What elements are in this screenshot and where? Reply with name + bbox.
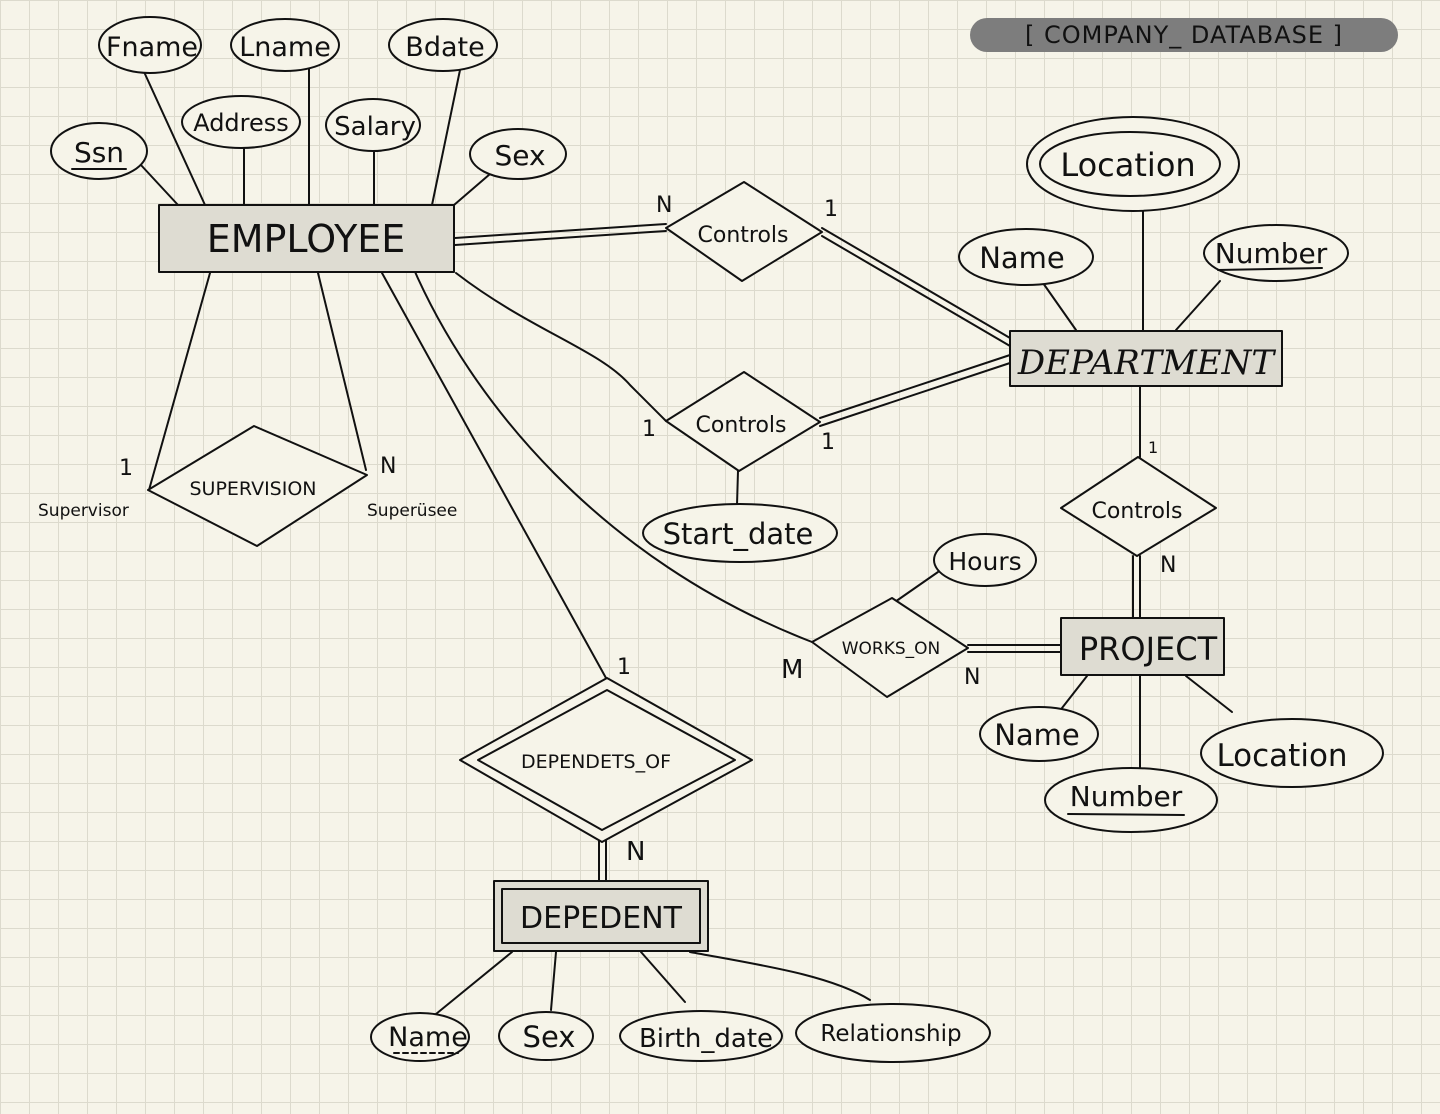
diagram-title: [ COMPANY_ DATABASE ] <box>1024 21 1344 49</box>
relationship-works-on[interactable]: WORKS_ON <box>811 597 969 698</box>
relationship-dependents-of-label: DEPENDETS_OF <box>521 751 671 773</box>
relationship-works-for[interactable]: Controls <box>665 181 823 282</box>
entity-dependent[interactable]: DEPEDENT <box>493 880 709 952</box>
card-supervisor: 1 <box>119 456 133 481</box>
card-dependents-dependent: N <box>626 837 645 867</box>
relationship-manages-label: Controls <box>696 413 787 438</box>
attr-employee-address[interactable]: Address <box>181 95 301 149</box>
attr-employee-lname[interactable]: Lname <box>230 18 340 72</box>
diagram-title-badge: [ COMPANY_ DATABASE ] <box>970 18 1398 52</box>
attr-employee-bdate[interactable]: Bdate <box>388 18 498 72</box>
role-supervisee: Superüsee <box>367 501 457 521</box>
relationship-controls-label: Controls <box>1092 499 1183 524</box>
card-works-for-employee: N <box>656 193 672 218</box>
attr-project-name-label: Name <box>994 718 1080 752</box>
relationship-supervision[interactable]: SUPERVISION <box>147 425 368 547</box>
entity-dependent-label: DEPEDENT <box>520 901 683 936</box>
card-works-on-project: N <box>964 665 980 690</box>
attr-department-name[interactable]: Name <box>958 228 1094 286</box>
relationship-works-for-label: Controls <box>698 223 789 248</box>
attr-employee-sex[interactable]: Sex <box>469 128 567 180</box>
key-underline <box>1067 813 1185 816</box>
attr-works-on-hours[interactable]: Hours <box>933 533 1037 587</box>
attr-dependent-relationship-label: Relationship <box>820 1021 961 1047</box>
card-manages-department: 1 <box>821 430 835 455</box>
role-labels: Supervisor Superüsee <box>38 501 457 521</box>
attr-dependent-name-label: Name <box>388 1022 468 1053</box>
entity-employee[interactable]: EMPLOYEE <box>158 204 455 273</box>
attr-employee-bdate-label: Bdate <box>405 32 484 63</box>
card-works-for-department: 1 <box>824 197 838 222</box>
attr-project-location[interactable]: Location <box>1200 718 1384 788</box>
card-dependents-employee: 1 <box>617 655 631 680</box>
entity-employee-label: EMPLOYEE <box>207 217 406 261</box>
role-supervisor: Supervisor <box>38 501 129 521</box>
key-underline <box>1217 267 1323 271</box>
attr-employee-fname[interactable]: Fname <box>98 16 202 74</box>
attr-dependent-sex-label: Sex <box>523 1020 576 1054</box>
entity-project-label: PROJECT <box>1079 630 1218 668</box>
card-supervisee: N <box>380 454 396 479</box>
attr-employee-salary[interactable]: Salary <box>325 98 421 152</box>
attr-manages-start-date-label: Start_date <box>663 517 814 551</box>
attr-employee-ssn[interactable]: Ssn <box>50 122 148 180</box>
attr-employee-address-label: Address <box>193 109 289 137</box>
relationship-works-on-label: WORKS_ON <box>842 639 941 659</box>
attr-project-location-label: Location <box>1216 738 1347 774</box>
attr-department-number[interactable]: Number <box>1203 224 1349 282</box>
attr-project-number-label: Number <box>1070 780 1183 813</box>
entity-department-label: DEPARTMENT <box>1017 343 1276 383</box>
attr-department-number-label: Number <box>1215 237 1328 270</box>
attr-project-number[interactable]: Number <box>1044 767 1218 833</box>
attr-employee-salary-label: Salary <box>334 112 416 142</box>
relationship-manages[interactable]: Controls <box>665 371 821 472</box>
relationship-dependents-of[interactable]: DEPENDETS_OF <box>459 677 753 843</box>
relationship-controls[interactable]: Controls <box>1060 456 1217 557</box>
attr-dependent-sex[interactable]: Sex <box>498 1011 594 1061</box>
entity-department[interactable]: DEPARTMENT <box>1009 330 1283 387</box>
attr-project-name[interactable]: Name <box>979 706 1099 762</box>
attr-department-location-label: Location <box>1060 146 1195 184</box>
attr-manages-start-date[interactable]: Start_date <box>642 503 838 563</box>
attr-employee-ssn-label: Ssn <box>74 136 124 169</box>
attr-dependent-relationship[interactable]: Relationship <box>795 1003 991 1063</box>
attr-dependent-name[interactable]: Name <box>370 1012 470 1062</box>
attr-department-location[interactable]: Location <box>1026 116 1240 212</box>
attr-employee-fname-label: Fname <box>106 32 198 63</box>
connector-lines <box>139 63 1233 1015</box>
attr-employee-lname-label: Lname <box>239 32 331 63</box>
attr-employee-sex-label: Sex <box>494 139 545 172</box>
card-controls-project: N <box>1160 553 1176 578</box>
attr-dependent-birth-date-label: Birth_date <box>639 1024 773 1054</box>
card-controls-department: 1 <box>1148 438 1158 457</box>
relationship-supervision-label: SUPERVISION <box>189 478 316 500</box>
attr-department-name-label: Name <box>979 241 1065 275</box>
attr-works-on-hours-label: Hours <box>948 547 1021 576</box>
card-manages-employee: 1 <box>642 417 656 442</box>
card-works-on-employee: M <box>781 655 803 685</box>
attr-dependent-birth-date[interactable]: Birth_date <box>619 1010 783 1062</box>
cardinality-labels: N 1 1 1 1 N 1 N M N 1 N <box>119 193 1176 867</box>
entity-project[interactable]: PROJECT <box>1060 617 1225 676</box>
